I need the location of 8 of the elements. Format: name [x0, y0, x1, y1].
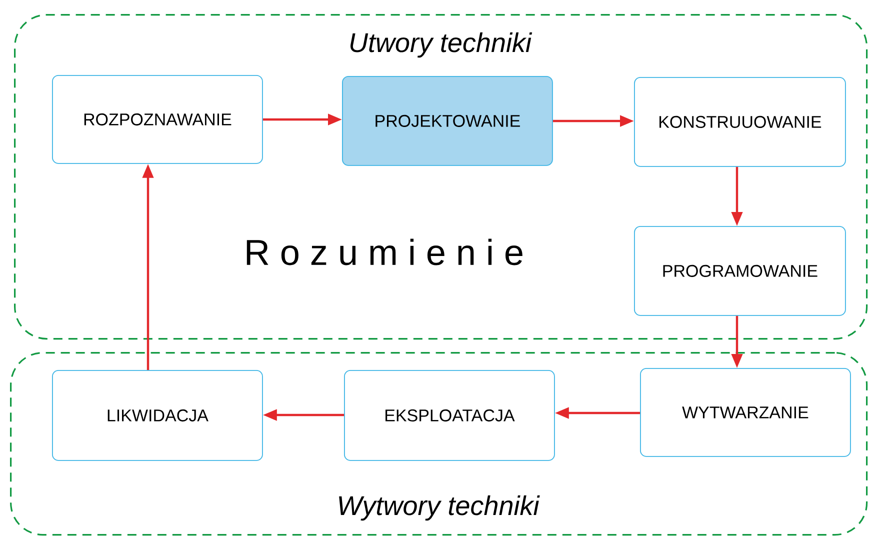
process-box: ROZPOZNAWANIE	[52, 75, 263, 164]
process-box: EKSPLOATACJA	[344, 370, 555, 461]
process-box: PROJEKTOWANIE	[342, 76, 553, 166]
process-box: KONSTRUUOWANIE	[634, 77, 846, 167]
region-label: R o z u m i e n i e	[246, 238, 522, 266]
process-box: PROGRAMOWANIE	[634, 226, 846, 316]
process-box: LIKWIDACJA	[52, 370, 263, 461]
process-box: WYTWARZANIE	[640, 368, 851, 457]
